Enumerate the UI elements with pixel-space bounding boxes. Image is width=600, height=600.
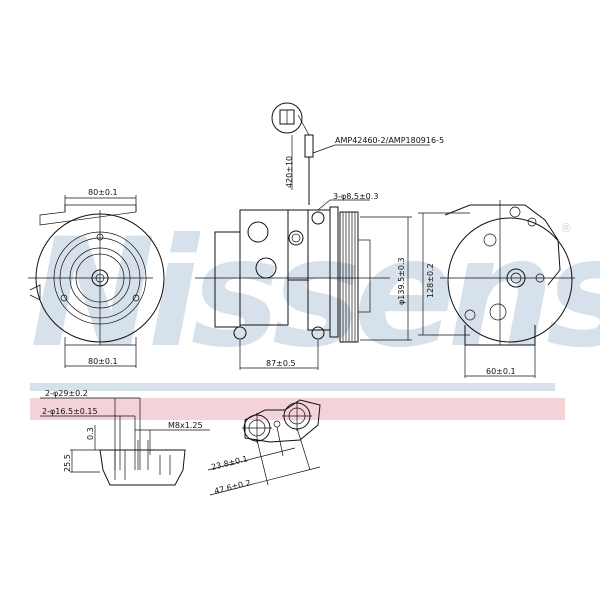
step-label: 0.3 bbox=[86, 427, 95, 440]
watermark-text: Nissens bbox=[30, 207, 600, 381]
rear-view: 128±0.2 60±0.1 bbox=[418, 200, 575, 378]
inner-diameter-label: 2-φ16.5±0.15 bbox=[42, 407, 98, 416]
mount-spacing-label: 87±0.5 bbox=[266, 359, 296, 368]
port-section: 2-φ29±0.2 2-φ16.5±0.15 M8x1.25 0.3 25.5 bbox=[40, 389, 210, 486]
watermark-registered: ® bbox=[560, 221, 572, 235]
hole-offset-label: 23.8±0.1 bbox=[210, 454, 248, 472]
pink-band bbox=[30, 398, 565, 420]
blue-band bbox=[30, 383, 555, 391]
rear-height-label: 128±0.2 bbox=[426, 263, 435, 298]
side-view: 87±0.5 φ139.5±0.3 420±10 AMP42460-2/AMP1… bbox=[195, 102, 444, 370]
connector-label: AMP42460-2/AMP180916-5 bbox=[335, 136, 444, 145]
thread-label: M8x1.25 bbox=[168, 421, 203, 430]
outer-diameter-label: 2-φ29±0.2 bbox=[45, 389, 88, 398]
height-label: 25.5 bbox=[63, 454, 72, 472]
wire-length-label: 420±10 bbox=[285, 156, 294, 188]
rear-width-label: 60±0.1 bbox=[486, 367, 516, 376]
front-bottom-width-label: 80±0.1 bbox=[88, 357, 118, 366]
mount-holes-label: 3-φ8.5±0.3 bbox=[333, 192, 378, 201]
pulley-diameter-label: φ139.5±0.3 bbox=[397, 257, 406, 305]
front-view: 80±0.1 80±0.1 bbox=[28, 188, 165, 368]
front-top-width-label: 80±0.1 bbox=[88, 188, 118, 197]
port-spacing-label: 47.6±0.2 bbox=[213, 478, 251, 496]
